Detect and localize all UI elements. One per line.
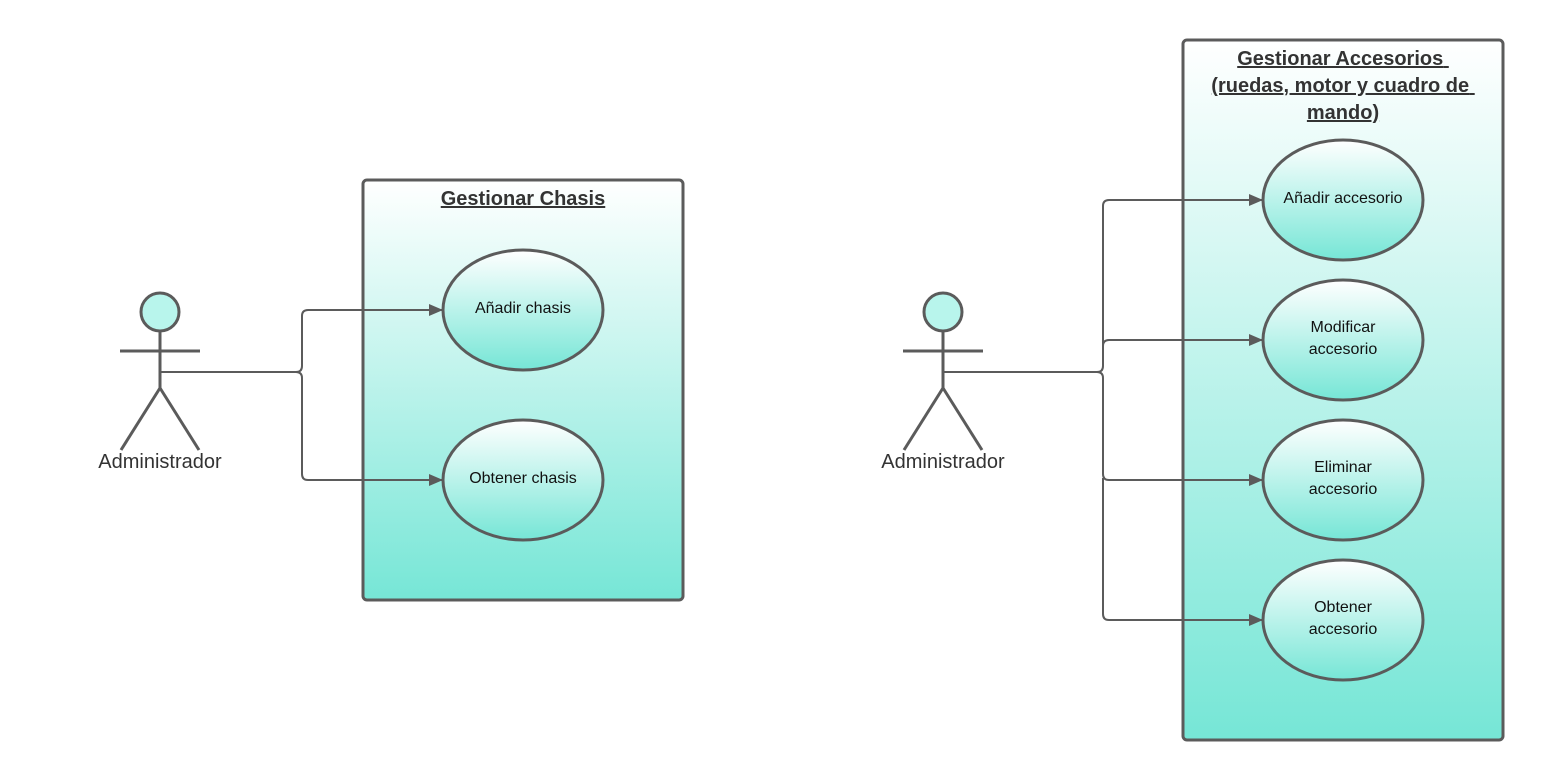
system-boundary-chasis (361, 178, 685, 602)
use-case-label: Añadir chasis (475, 300, 571, 317)
system-title-line: mando) (1307, 102, 1379, 124)
actor-leg-right (158, 387, 201, 451)
left-diagram: Gestionar Chasis Administrador Añadir ch… (98, 178, 685, 602)
connector-obtener-accesorio (1102, 478, 1263, 626)
actor-label: Administrador (881, 451, 1005, 473)
actor-administrador-right: Administrador (881, 291, 1005, 473)
actor-head (922, 291, 964, 333)
connector-modificar-accesorio (1102, 334, 1263, 347)
connector-eliminar-accesorio (1096, 371, 1263, 486)
use-case-label: Añadir accesorio (1283, 190, 1402, 207)
use-case-obtener-accesorio: Obtener accesorio (1261, 558, 1425, 682)
actor-leg-left (902, 387, 945, 451)
system-title-chasis: Gestionar Chasis (441, 188, 606, 210)
use-case-eliminar-accesorio: Eliminar accesorio (1261, 418, 1425, 542)
system-title-accesorios: Gestionar Accesorios (ruedas, motor y cu… (1211, 48, 1474, 124)
actor-leg-left (119, 387, 162, 451)
actor-leg-right (941, 387, 984, 451)
use-case-modificar-accesorio: Modificar accesorio (1261, 278, 1425, 402)
use-case-label: accesorio (1309, 341, 1378, 358)
actor-label: Administrador (98, 451, 222, 473)
use-case-label: Obtener (1314, 599, 1372, 616)
use-case-anadir-chasis: Añadir chasis (441, 248, 605, 372)
use-case-label: Eliminar (1314, 459, 1372, 476)
actor-administrador-left: Administrador (98, 291, 222, 473)
use-case-label: Modificar (1311, 319, 1377, 336)
use-case-obtener-chasis: Obtener chasis (441, 418, 605, 542)
use-case-label: Obtener chasis (469, 470, 577, 487)
connector-obtener-chasis (295, 371, 443, 486)
use-case-anadir-accesorio: Añadir accesorio (1261, 138, 1425, 262)
actor-head (139, 291, 181, 333)
system-title-line: (ruedas, motor y cuadro de (1211, 75, 1469, 97)
use-case-label: accesorio (1309, 481, 1378, 498)
use-case-label: accesorio (1309, 621, 1378, 638)
system-title-line: Gestionar Accesorios (1237, 48, 1443, 70)
right-diagram: Gestionar Accesorios (ruedas, motor y cu… (881, 38, 1505, 742)
